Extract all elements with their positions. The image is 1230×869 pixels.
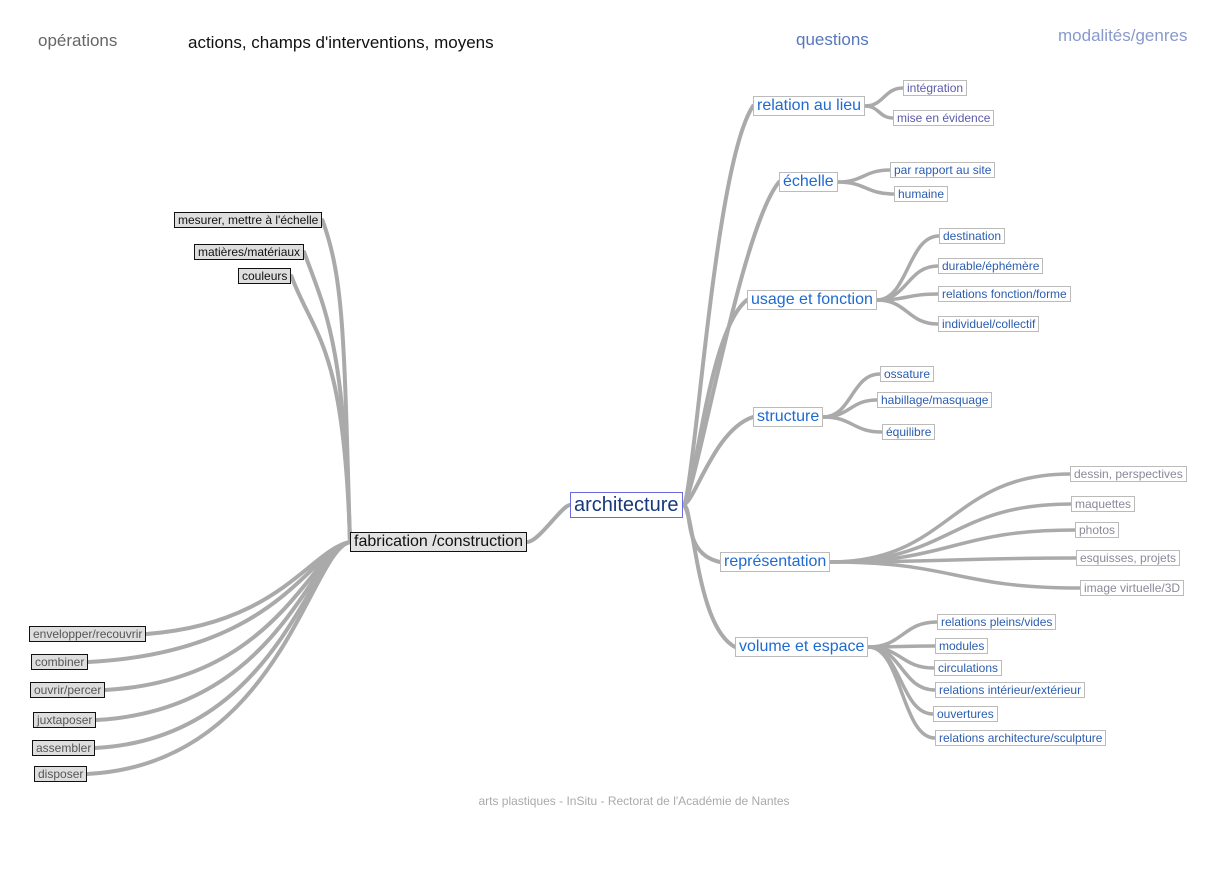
subtopic-node[interactable]: relations fonction/forme: [938, 286, 1071, 302]
header-modalites: modalités/genres: [1058, 26, 1188, 45]
footer-credit: arts plastiques - InSitu - Rectorat de l…: [478, 794, 790, 808]
connector-line: [828, 472, 1072, 564]
node-operation[interactable]: couleurs: [238, 268, 292, 284]
question-echelle[interactable]: échelle: [779, 172, 838, 192]
subtopic-node[interactable]: circulations: [934, 660, 1003, 676]
connector-line: [821, 372, 882, 419]
connector-line: [289, 274, 352, 544]
subtopic-node[interactable]: dessin, perspectives: [1070, 466, 1187, 482]
connector-line: [835, 180, 896, 196]
subtopic-node[interactable]: habillage/masquage: [877, 392, 993, 408]
node-operation[interactable]: disposer: [34, 766, 88, 782]
node-operation[interactable]: mesurer, mettre à l'échelle: [174, 212, 323, 228]
subtopic-node[interactable]: relations pleins/vides: [937, 614, 1057, 630]
subtopic-node[interactable]: relations architecture/sculpture: [935, 730, 1107, 746]
node-operation[interactable]: juxtaposer: [33, 712, 97, 728]
subtopic-node[interactable]: modules: [935, 638, 989, 654]
subtopic-node[interactable]: individuel/collectif: [938, 316, 1040, 332]
subtopic-node[interactable]: photos: [1075, 522, 1120, 538]
connector-line: [875, 298, 940, 326]
connector-line: [863, 86, 905, 108]
connector-line: [828, 560, 1082, 590]
central-node-architecture[interactable]: architecture: [570, 492, 683, 518]
header-operations: opérations: [38, 31, 118, 50]
subtopic-node[interactable]: équilibre: [882, 424, 936, 440]
header-questions: questions: [796, 30, 869, 49]
connector-line: [524, 503, 572, 544]
question-representation[interactable]: représentation: [720, 552, 831, 572]
subtopic-node[interactable]: durable/éphémère: [938, 258, 1044, 274]
connector-line: [866, 620, 939, 649]
connector-line: [86, 540, 352, 664]
question-usage-fonction[interactable]: usage et fonction: [747, 290, 877, 310]
connector-line: [863, 104, 895, 120]
connector-line: [680, 298, 749, 507]
subtopic-node[interactable]: maquettes: [1071, 496, 1136, 512]
node-operation[interactable]: envelopper/recouvrir: [29, 626, 147, 642]
connector-line: [85, 540, 352, 776]
subtopic-node[interactable]: mise en évidence: [893, 110, 995, 126]
node-operation[interactable]: ouvrir/percer: [30, 682, 106, 698]
connector-line: [680, 415, 755, 507]
subtopic-node[interactable]: image virtuelle/3D: [1080, 580, 1185, 596]
subtopic-node[interactable]: intégration: [903, 80, 968, 96]
node-fabrication[interactable]: fabrication /construction: [350, 532, 527, 552]
connector-line: [302, 250, 352, 544]
node-operation[interactable]: assembler: [32, 740, 96, 756]
subtopic-node[interactable]: par rapport au site: [890, 162, 996, 178]
question-volume-espace[interactable]: volume et espace: [735, 637, 869, 657]
subtopic-node[interactable]: esquisses, projets: [1076, 550, 1181, 566]
subtopic-node[interactable]: destination: [939, 228, 1006, 244]
header-actions: actions, champs d'interventions, moyens: [188, 33, 494, 52]
connector-line: [680, 503, 737, 649]
subtopic-node[interactable]: ossature: [880, 366, 935, 382]
connector-line: [866, 645, 937, 740]
connector-line: [821, 415, 884, 434]
subtopic-node[interactable]: relations intérieur/extérieur: [935, 682, 1086, 698]
connector-line: [835, 168, 892, 184]
question-relation-au-lieu[interactable]: relation au lieu: [753, 96, 866, 116]
question-structure[interactable]: structure: [753, 407, 824, 427]
node-operation[interactable]: matières/matériaux: [194, 244, 305, 260]
subtopic-node[interactable]: humaine: [894, 186, 949, 202]
node-operation[interactable]: combiner: [31, 654, 89, 670]
subtopic-node[interactable]: ouvertures: [933, 706, 998, 722]
